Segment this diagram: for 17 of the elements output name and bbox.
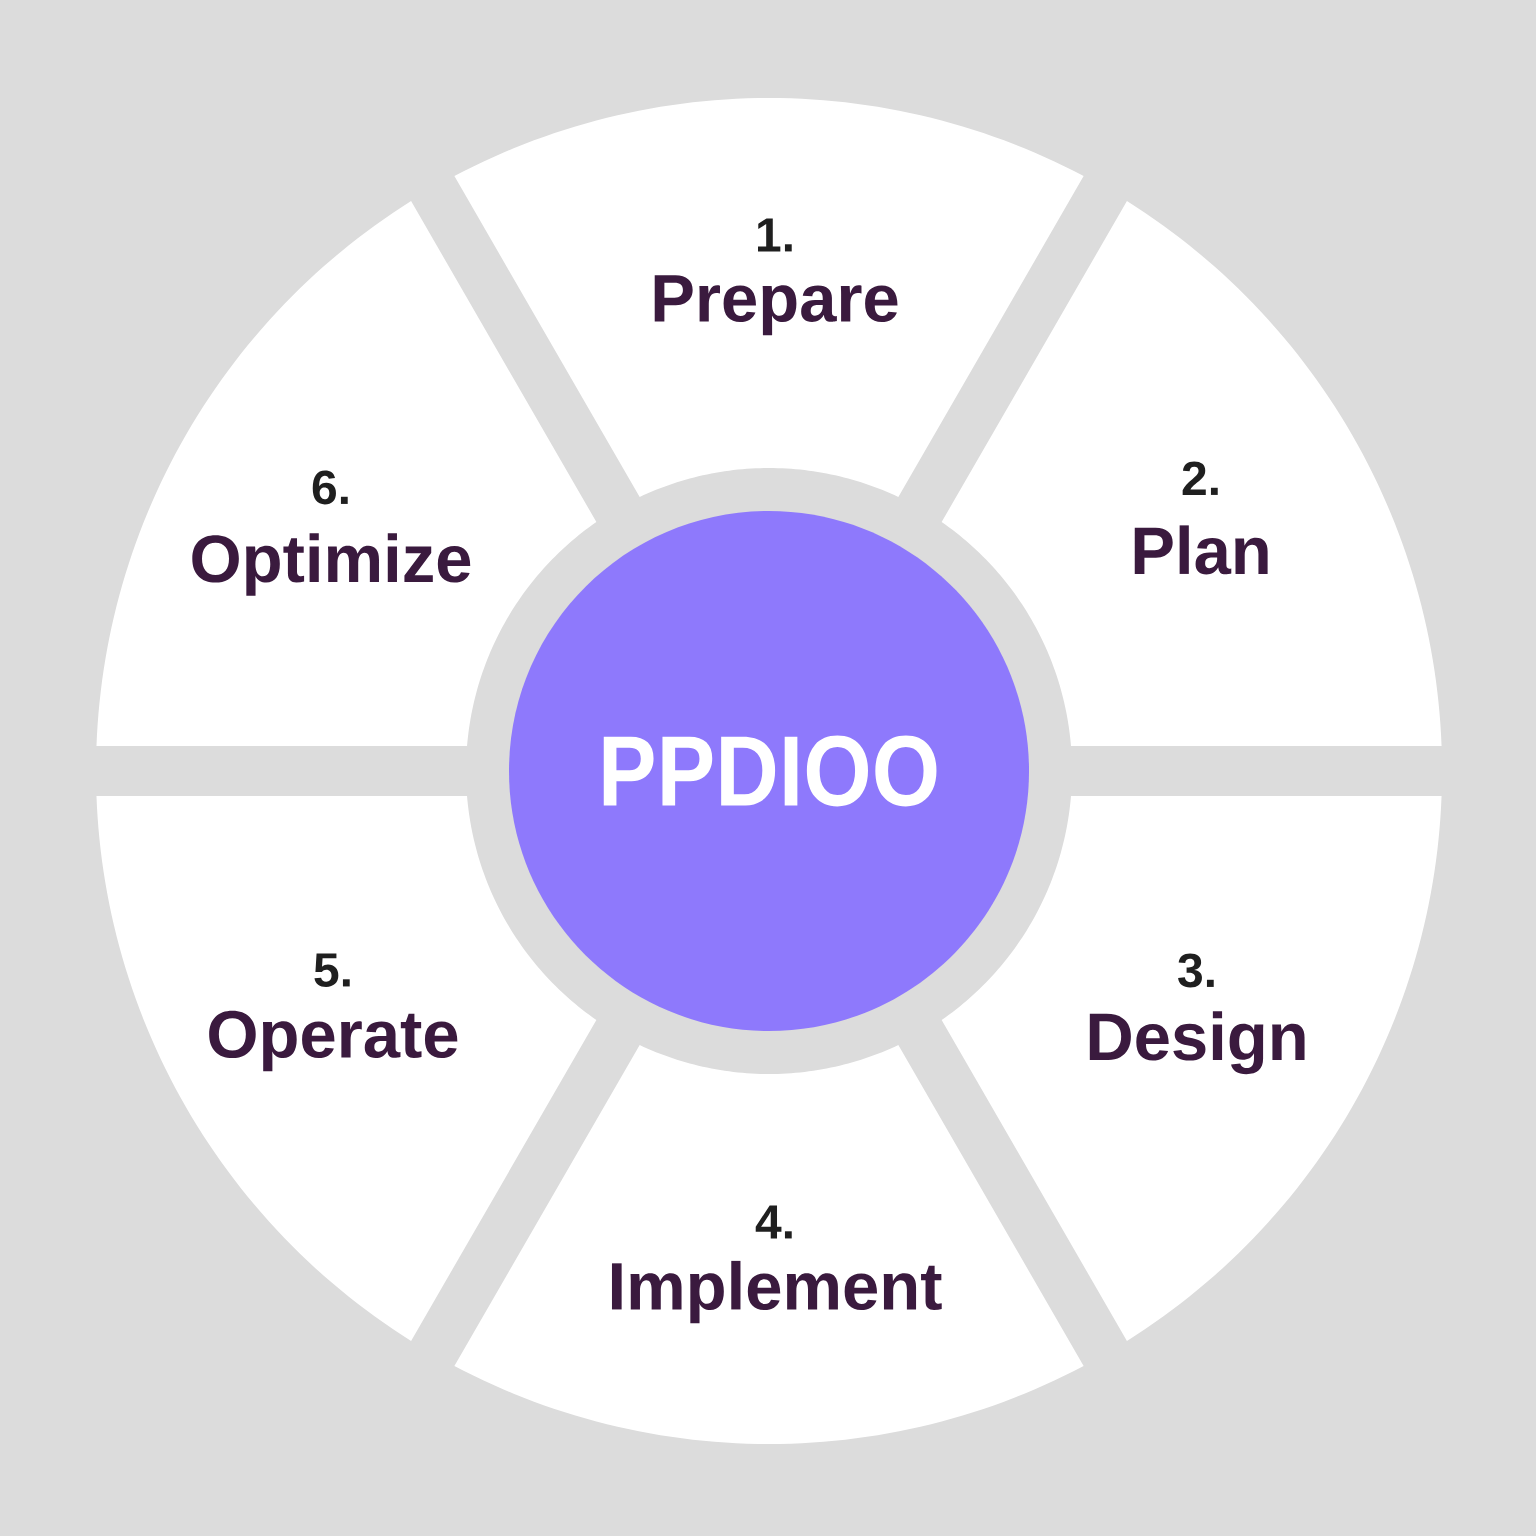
- ring-segment: [96, 201, 597, 746]
- step-number: 4.: [755, 1205, 792, 1239]
- step-name: Optimize: [192, 533, 471, 596]
- step-name: Prepare: [654, 275, 898, 336]
- ring-segment: [941, 796, 1442, 1341]
- step-name: Operate: [209, 1010, 458, 1072]
- step-number: 3.: [1178, 953, 1214, 988]
- step-number: 2.: [1182, 461, 1218, 495]
- step-number: 6.: [312, 470, 348, 505]
- step-number: 5.: [314, 953, 350, 987]
- step-name: Design: [1089, 1011, 1305, 1075]
- ring-segment: [454, 98, 1084, 497]
- step-name: Plan: [1134, 525, 1268, 575]
- step-number: 1.: [758, 218, 792, 252]
- ring-segment: [941, 201, 1442, 746]
- ring-segment: [96, 796, 597, 1341]
- step-name: Implement: [611, 1260, 942, 1324]
